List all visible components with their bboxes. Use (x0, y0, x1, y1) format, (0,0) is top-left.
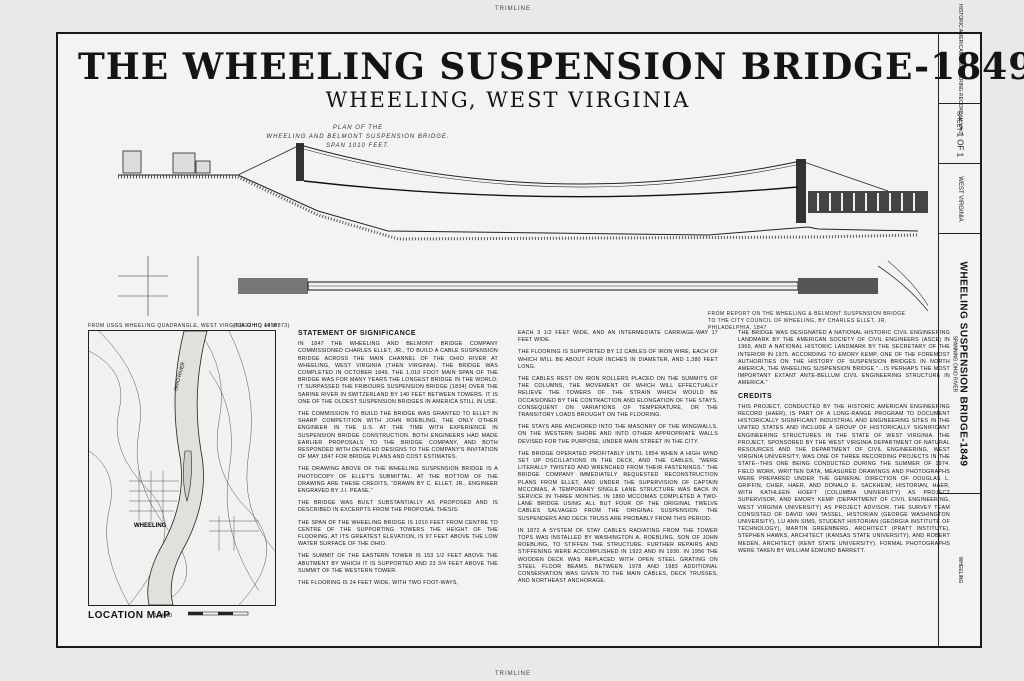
significance-paragraph: THE BRIDGE WAS BUILT SUBSTANTIALLY AS PR… (298, 500, 498, 514)
west-bank (118, 174, 919, 236)
back-stay-east (800, 160, 889, 192)
credits-heading: CREDITS (738, 392, 773, 400)
tb-structure-name: WHEELING SUSPENSION BRIDGE-1849 (957, 261, 969, 466)
tb-sheet-label: SHEET (955, 110, 962, 131)
map-place-wheeling: WHEELING (134, 523, 167, 529)
approach-span-lines (817, 193, 915, 211)
tb-sheet-cell: SHEET 1 OF 1 (939, 104, 981, 164)
middle-column: EACH 3 1/2 FEET WIDE, AND AN INTERMEDIAT… (518, 330, 718, 591)
plan-east-shore (877, 265, 928, 312)
map-scale-bar (188, 611, 249, 616)
location-map-label: LOCATION MAP (88, 610, 171, 621)
bridge-plan-drawing (118, 256, 928, 316)
landmark-paragraph: THE BRIDGE WAS DESIGNATED A NATIONAL HIS… (738, 330, 950, 387)
back-stay-west (237, 144, 301, 176)
plan-east-shore (887, 260, 928, 307)
bridge-elevation-drawing (118, 143, 928, 241)
tb-county-cell: WHEELING (939, 494, 981, 646)
west-tower (296, 143, 304, 181)
tb-county: WHEELING (957, 556, 963, 584)
bottom-trim-mark: TRIMLINE (495, 671, 532, 677)
significance-paragraph: THE FLOORING IS 24 FEET WIDE, WITH TWO F… (298, 580, 459, 587)
title-block: HISTORIC AMERICAN ENGINEERING RECORD W. … (938, 3, 981, 646)
ground-hatch (118, 175, 919, 241)
map-scale: 1:24000 (154, 613, 173, 619)
significance-paragraph: IN 1847 THE WHEELING AND BELMONT BRIDGE … (298, 341, 498, 405)
significance-paragraph: THE COMMISSION TO BUILD THE BRIDGE WAS G… (298, 411, 498, 461)
tb-index-cell: HISTORIC AMERICAN ENGINEERING RECORD W. … (939, 3, 981, 134)
east-tower (796, 159, 806, 223)
plan-east-abutment (798, 278, 878, 294)
sheet-title: THE WHEELING SUSPENSION BRIDGE-1849 (78, 46, 1024, 88)
middle-paragraph: THE STAYS ARE ANCHORED INTO THE MASONRY … (518, 424, 718, 445)
significance-heading: STATEMENT OF SIGNIFICANCE (298, 330, 417, 337)
west-buildings (122, 150, 211, 174)
main-cable-2 (299, 147, 802, 188)
plan-west-abutment (238, 278, 308, 294)
approach-spans (808, 191, 928, 213)
map-source-code: (T3532 HQ 44 W873) (233, 323, 290, 329)
bridge-deck (303, 180, 799, 198)
significance-paragraph: THE SUMMIT OF THE EASTERN TOWER IS 153 1… (298, 553, 498, 574)
plan-caption-line: WHEELING AND BELMONT SUSPENSION BRIDGE. (266, 134, 450, 140)
middle-paragraph: THE BRIDGE OPERATED PROFITABLY UNTIL 185… (518, 450, 718, 522)
middle-paragraph: THE FLOORING IS SUPPORTED BY 12 CABLES O… (518, 349, 718, 370)
credits-paragraph: THIS PROJECT, CONDUCTED BY THE HISTORIC … (738, 403, 950, 554)
drawing-sheet: THE WHEELING SUSPENSION BRIDGE-1849 WHEE… (56, 3, 1024, 648)
top-trim-mark: TRIMLINE (495, 6, 532, 12)
tb-name-group: WHEELING SUSPENSION BRIDGE-1849 SPANNING… (952, 261, 969, 466)
middle-paragraph: THE CABLES REST ON IRON ROLLERS PLACED O… (518, 376, 718, 419)
significance-paragraph: THE DRAWING ABOVE OF THE WHEELING SUSPEN… (298, 466, 498, 495)
report-source-note: FROM REPORT ON THE WHEELING & BELMONT SU… (708, 311, 906, 331)
middle-paragraph: EACH 3 1/2 FEET WIDE, AND AN INTERMEDIAT… (518, 330, 718, 344)
plan-caption-line: PLAN OF THE (332, 125, 384, 131)
middle-paragraph: IN 1872 A SYSTEM OF STAY CABLES RADIATIN… (518, 527, 718, 585)
tb-state-cell: WEST VIRGINIA (939, 164, 981, 234)
map-source-caption: FROM USGS WHEELING QUADRANGLE, WEST VIRG… (88, 323, 278, 329)
tb-name-cell: WHEELING SUSPENSION BRIDGE-1849 SPANNING… (939, 234, 981, 494)
tb-state: WEST VIRGINIA (957, 175, 963, 222)
location-map: WHEELING OHIO RIVER (88, 330, 276, 606)
sheet-subtitle: WHEELING, WEST VIRGINIA (325, 88, 691, 112)
city-grid (129, 471, 259, 551)
significance-paragraph: THE SPAN OF THE WHEELING BRIDGE IS 1010 … (298, 519, 498, 548)
significance-column: STATEMENT OF SIGNIFICANCE IN 1847 THE WH… (298, 330, 498, 592)
location-map-drawing: WHEELING OHIO RIVER (88, 330, 276, 606)
wheeling-island (183, 450, 192, 503)
right-column: THE BRIDGE WAS DESIGNATED A NATIONAL HIS… (738, 330, 950, 560)
tb-sheet-number: 1 OF 1 (955, 132, 965, 157)
plan-caption: PLAN OF THE WHEELING AND BELMONT SUSPENS… (258, 124, 458, 151)
tb-sheet-group: SHEET 1 OF 1 (956, 110, 965, 156)
plan-caption-line: SPAN 1010 FEET. (325, 143, 391, 149)
main-cable (299, 144, 802, 185)
